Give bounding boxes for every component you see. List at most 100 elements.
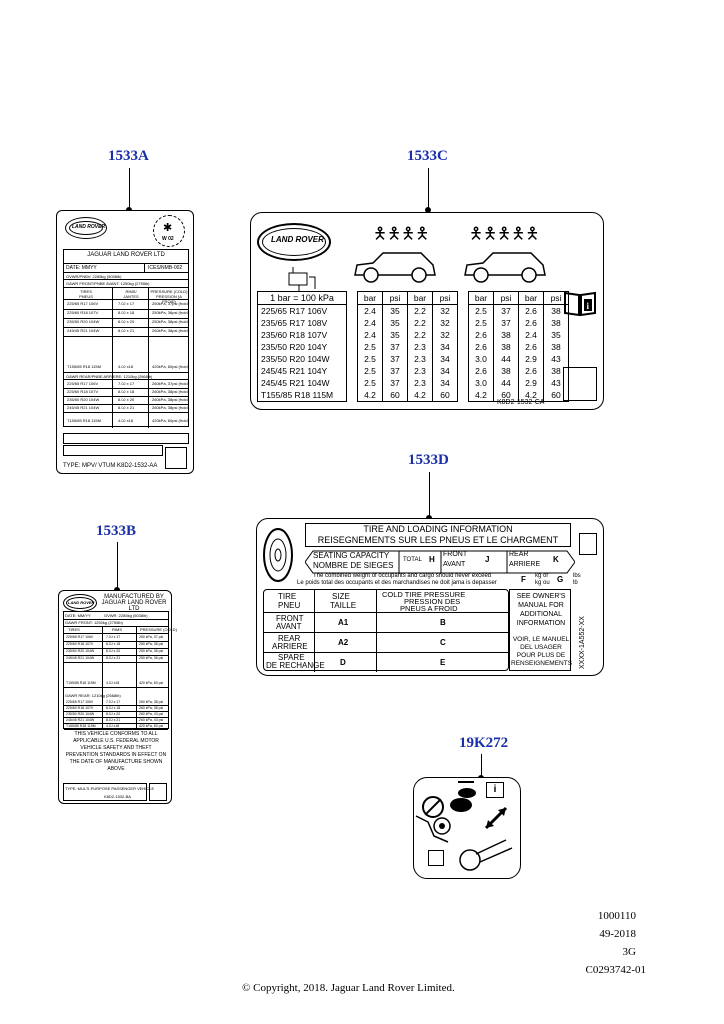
- pressure-value-cell: 2.4: [518, 329, 544, 341]
- tire-row-cell: 8.0J x 21: [118, 405, 135, 410]
- pressure-value-cell: 34: [432, 353, 458, 365]
- kg-or: kg or: [535, 573, 549, 579]
- tire-row-cell: 260kPa, 37psi (froid): [152, 381, 189, 386]
- pressure-value-cell: 60: [543, 389, 569, 402]
- leader-line: [429, 472, 430, 518]
- label-1533b: LAND ROVER MANUFACTURED BY JAGUAR LAND R…: [58, 590, 177, 804]
- tire-row-cell: 260kPa, 38psi (froid): [152, 397, 189, 402]
- pressure-header-cell: psi: [493, 291, 519, 305]
- front-label-en: FRONT: [443, 551, 468, 558]
- tire-row-cell: 8.0J x 18: [118, 389, 135, 394]
- pressure-value-cell: 35: [382, 304, 408, 317]
- cold-header-3: PNEUS A FROID: [400, 604, 458, 613]
- col-rims: RIMS: [112, 627, 122, 632]
- pressure-value-cell: 4.2: [468, 389, 494, 402]
- type-box: TYPE: MULTI-PURPOSE PASSENGER VEHICLE K8…: [63, 783, 154, 801]
- tire-row-cell: 250 kPa, 36 psi: [139, 649, 164, 653]
- tire-row-cell: 260kPa, 38psi (froid): [152, 328, 189, 333]
- owners-manual-box: SEE OWNER'S MANUAL FOR ADDITIONAL INFORM…: [509, 589, 572, 671]
- pressure-value-cell: 60: [432, 389, 458, 402]
- tire-row-cell: 245/45 R21 104W: [67, 328, 100, 333]
- pressure-value-cell: 44: [493, 377, 519, 389]
- placeholder-a1: A1: [338, 618, 349, 627]
- rear-label-fr: ARRIERE: [509, 561, 541, 568]
- kg-ou: kg ou: [535, 580, 550, 586]
- tire-row-cell: 235/50 R20 104W: [66, 712, 95, 716]
- valve-diagram-icon: [415, 815, 451, 843]
- checkbox-square: [428, 850, 444, 866]
- tire-header-en: TIRE: [278, 592, 297, 601]
- barcode-box: [563, 367, 597, 401]
- pressure-value-cell: [458, 317, 469, 329]
- pressure-value-cell: [347, 377, 358, 389]
- tire-row-cell: 225/65 R17 106V: [67, 381, 99, 386]
- pressure-value-cell: 34: [432, 341, 458, 353]
- label-1533d: TIRE AND LOADING INFORMATION REISEGNEMEN…: [256, 518, 604, 676]
- tire-row-cell: 8.0J x 18: [118, 310, 135, 315]
- pressure-value-cell: 2.5: [357, 341, 383, 353]
- spare-row-cell: 4.0J x18: [118, 418, 134, 423]
- pressure-value-cell: 2.3: [407, 365, 433, 377]
- pressure-value-cell: 2.5: [468, 317, 494, 329]
- placeholder-h: H: [429, 555, 435, 564]
- leader-line: [129, 168, 130, 210]
- col-pressure: PRESSURE (COLD) PRESSION (A FROID): [150, 289, 188, 304]
- logo-text: LAND ROVER: [68, 600, 95, 605]
- pressure-header-cell: bar: [407, 291, 433, 305]
- le-poids: Le poids: [297, 580, 320, 586]
- front-tire-en: FRONT: [276, 614, 304, 623]
- tire-row-cell: 8.0J x 18: [106, 642, 121, 646]
- pressure-value-cell: [458, 341, 469, 353]
- type-line: TYPE: MULTI-PURPOSE PASSENGER VEHICLE: [65, 786, 155, 791]
- spare-row-cell: 420 kPa, 60 psi: [139, 724, 164, 728]
- owners-manual-en: SEE OWNER'S MANUAL FOR ADDITIONAL INFORM…: [516, 593, 566, 627]
- pressure-value-cell: [347, 329, 358, 341]
- rear-tire-fr: ARRIERE: [272, 642, 308, 651]
- tire-row-cell: 7.0J x 17: [106, 700, 121, 704]
- tire-row-cell: 260kPa, 38psi (froid): [152, 389, 189, 394]
- pressure-value-cell: 37: [382, 353, 408, 365]
- col-tires: TIRES PNEUS: [79, 289, 93, 299]
- tire-size-cell: 235/50 R20 104Y: [257, 341, 347, 353]
- date-field: DATE: MMYY: [66, 265, 97, 271]
- front-tire-fr: AVANT: [276, 622, 302, 631]
- label-1533a: LAND ROVER ✱ W 02 JAGUAR LAND ROVER LTD …: [56, 210, 194, 474]
- blank-field: [63, 433, 189, 444]
- pressure-value-cell: 43: [543, 353, 569, 365]
- pressure-header-cell: bar: [468, 291, 494, 305]
- pressure-value-cell: 2.5: [468, 304, 494, 317]
- placeholder-j: J: [485, 555, 490, 564]
- tire-row-cell: 235/50 R20 104W: [67, 397, 100, 402]
- callout-1533d: 1533D: [408, 452, 449, 468]
- pressure-value-cell: 38: [493, 365, 519, 377]
- cold-header-2: PRESSION DES: [404, 597, 461, 606]
- spare-row-cell: 4.0J x18: [106, 724, 120, 728]
- leader-dot: [425, 207, 431, 213]
- footer-code-3: 3G: [622, 946, 636, 958]
- tire-row-cell: 8.0J x 20: [106, 649, 121, 653]
- pressure-value-cell: 2.9: [518, 377, 544, 389]
- pressure-value-cell: 2.5: [357, 377, 383, 389]
- tire-row-cell: 8.0J x 20: [106, 712, 121, 716]
- barcode-box: [165, 447, 187, 469]
- callout-1533a: 1533A: [108, 148, 149, 164]
- tire-row-cell: 225/65 R17 106V: [66, 635, 94, 639]
- hose-icon: [459, 839, 513, 871]
- pressure-value-cell: 2.6: [518, 317, 544, 329]
- pressure-value-cell: 34: [432, 377, 458, 389]
- tire-row-cell: 260 kPa, 43 psi: [139, 718, 164, 722]
- land-rover-logo: LAND ROVER: [63, 594, 97, 612]
- tire-row-cell: 245/45 R21 104W: [66, 718, 95, 722]
- part-code: K8D2-1532-BA: [104, 794, 131, 799]
- combined-weight-en: The combined weight of occupants and car…: [313, 573, 492, 579]
- tire-row-cell: 225/65 R17 106V: [67, 301, 99, 306]
- pressure-value-cell: 38: [543, 317, 569, 329]
- seating-capacity-en: SEATING CAPACITY: [313, 551, 390, 560]
- pressure-header-cell: psi: [543, 291, 569, 305]
- pressure-value-cell: 38: [543, 365, 569, 377]
- seating-arrow: [305, 550, 575, 574]
- tire-row-cell: 225/60 R18 107V: [66, 706, 94, 710]
- spare-row-cell: T155/85 R18 115M: [67, 364, 101, 369]
- double-arrow-icon: [484, 806, 508, 830]
